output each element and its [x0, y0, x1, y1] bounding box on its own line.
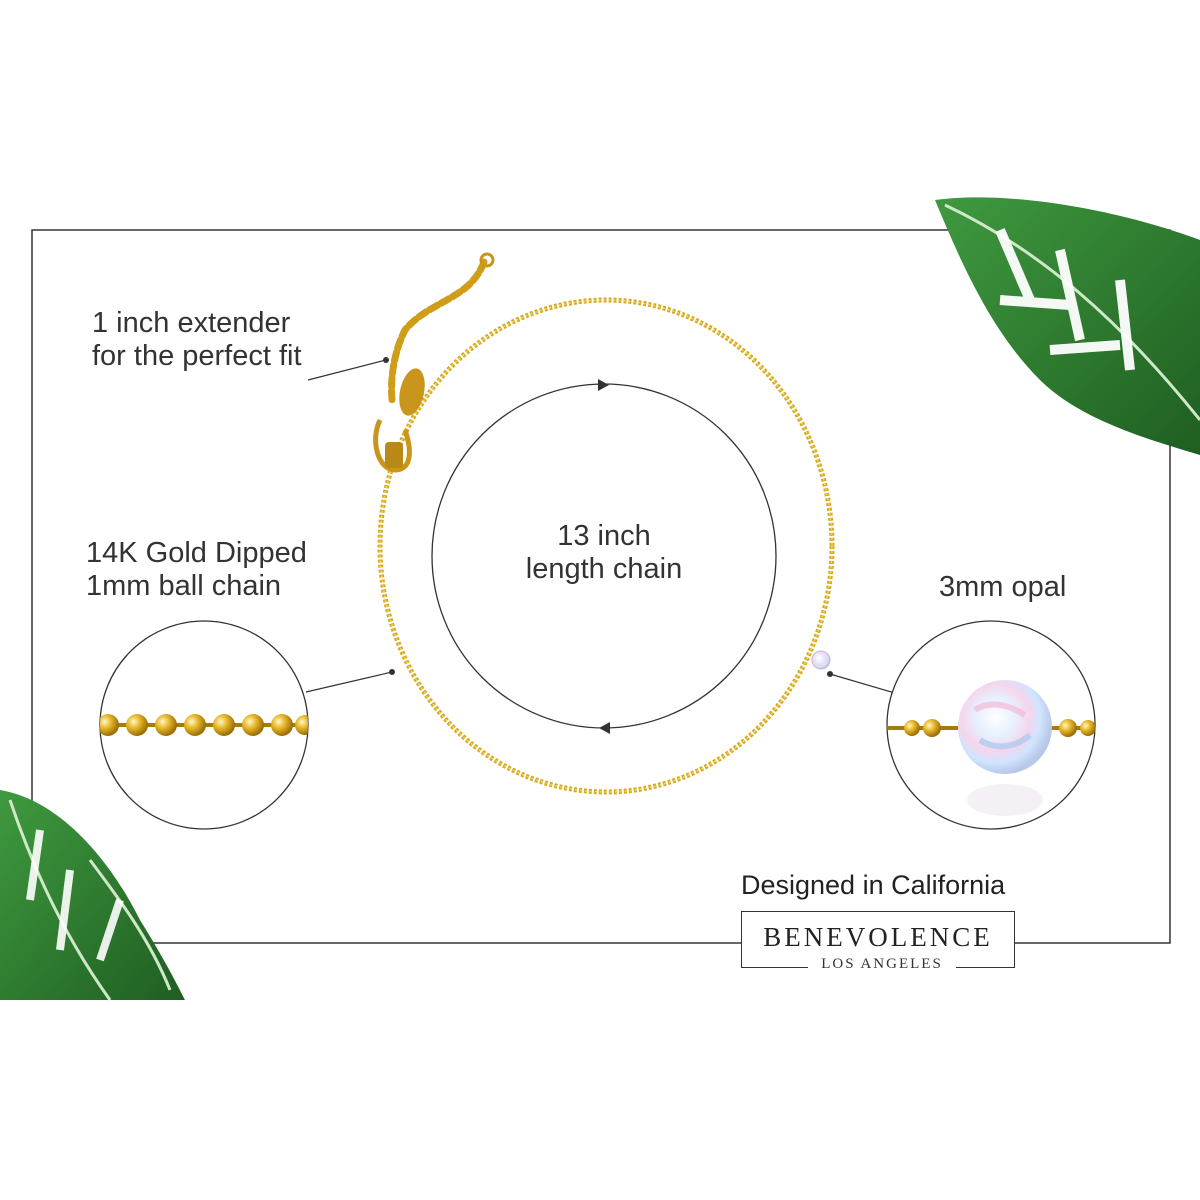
- brand-name: BENEVOLENCE: [763, 922, 993, 952]
- leaf-bottom-left-icon: [0, 790, 185, 1001]
- opal-label: 3mm opal: [939, 571, 1067, 603]
- length-label-line1: 13 inch: [557, 520, 651, 552]
- ball-chain-zoom: [99, 620, 309, 830]
- extender-label-line2: for the perfect fit: [92, 340, 302, 372]
- brand-tag: [399, 368, 425, 416]
- opal-bead: [811, 650, 831, 670]
- length-label-line2: length chain: [525, 553, 683, 585]
- brand-location: LOS ANGELES: [808, 956, 956, 973]
- chain-callout: [305, 669, 395, 693]
- chain-label-line2: 1mm ball chain: [86, 570, 282, 602]
- arrow-right-icon: [598, 379, 609, 391]
- tagline: Designed in California: [741, 870, 1006, 900]
- arrow-left-icon: [599, 722, 610, 734]
- brand-logo: BENEVOLENCE: [741, 911, 1015, 968]
- chain-label-line1: 14K Gold Dipped: [86, 537, 307, 569]
- chain-label: 14K Gold Dipped 1mm ball chain: [86, 537, 307, 603]
- leaf-top-right-icon: [935, 197, 1200, 456]
- extender-chain: [373, 252, 495, 473]
- extender-callout: [307, 357, 389, 381]
- opal-zoom: [886, 620, 1096, 830]
- extender-label-line1: 1 inch extender: [92, 307, 291, 339]
- length-label: 13 inch length chain: [504, 520, 704, 586]
- necklace-chain: [377, 297, 835, 795]
- extender-label: 1 inch extender for the perfect fit: [92, 307, 302, 373]
- frame: [31, 229, 1171, 944]
